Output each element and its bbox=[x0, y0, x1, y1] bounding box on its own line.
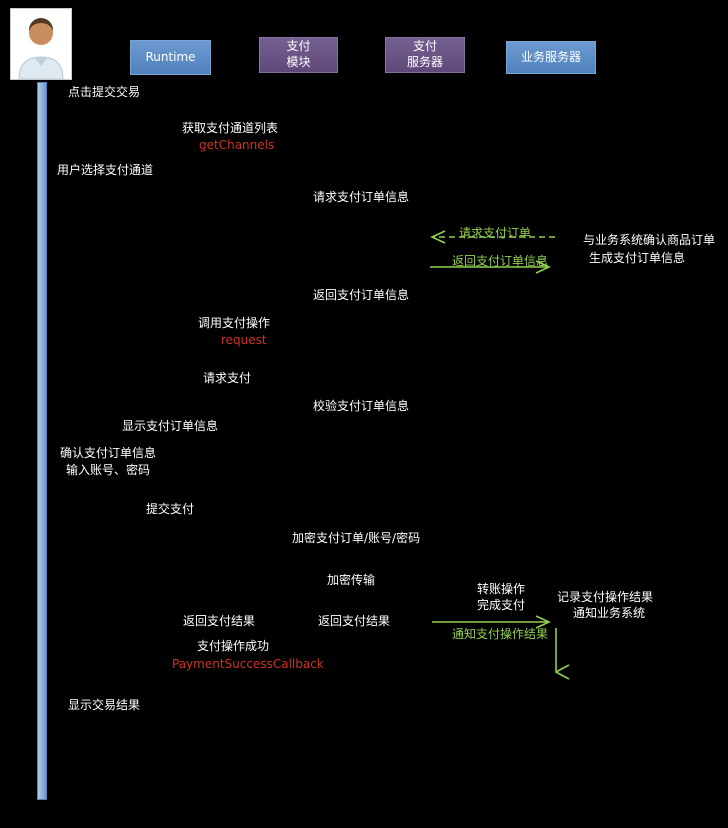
code-getchannels: getChannels bbox=[199, 138, 275, 152]
msg-generate-order-info: 生成支付订单信息 bbox=[589, 251, 686, 265]
actor-runtime-label: Runtime bbox=[145, 49, 196, 64]
user-avatar bbox=[10, 8, 72, 80]
actor-runtime: Runtime bbox=[130, 40, 211, 75]
msg-notify-biz: 通知业务系统 bbox=[573, 606, 646, 620]
msg-click-submit: 点击提交交易 bbox=[68, 85, 141, 99]
actor-biz-server: 业务服务器 bbox=[506, 41, 596, 74]
msg-call-pay-op: 调用支付操作 bbox=[198, 316, 271, 330]
msg-show-order-info: 显示支付订单信息 bbox=[122, 419, 219, 433]
msg-return-result-mid: 返回支付结果 bbox=[318, 614, 391, 628]
msg-pay-success: 支付操作成功 bbox=[197, 639, 270, 653]
msg-encrypt-order: 加密支付订单/账号/密码 bbox=[292, 531, 421, 545]
person-icon bbox=[18, 18, 64, 79]
actor-pay-module: 支付 模块 bbox=[259, 37, 338, 73]
arrowhead-left bbox=[430, 230, 446, 244]
msg-request-order: 请求支付订单 bbox=[459, 226, 532, 240]
msg-notify-op-result: 通知支付操作结果 bbox=[452, 627, 549, 641]
arrowhead-left bbox=[554, 664, 570, 680]
msg-return-order-green: 返回支付订单信息 bbox=[452, 254, 549, 268]
actor-pay-server-label: 支付 服务器 bbox=[406, 39, 443, 69]
msg-request-pay: 请求支付 bbox=[203, 371, 252, 385]
code-request: request bbox=[221, 333, 267, 347]
msg-return-result-left: 返回支付结果 bbox=[183, 614, 256, 628]
msg-verify-order-info: 校验支付订单信息 bbox=[313, 399, 410, 413]
msg-show-trade-result: 显示交易结果 bbox=[68, 698, 141, 712]
msg-encrypted-transfer: 加密传输 bbox=[327, 573, 376, 587]
actor-pay-server: 支付 服务器 bbox=[385, 37, 465, 73]
msg-request-order-info: 请求支付订单信息 bbox=[313, 190, 410, 204]
msg-return-order-info: 返回支付订单信息 bbox=[313, 288, 410, 302]
msg-complete-pay: 完成支付 bbox=[477, 598, 526, 612]
activation-bar bbox=[37, 82, 47, 800]
msg-confirm-order-info: 确认支付订单信息 bbox=[60, 446, 157, 460]
msg-confirm-goods-order: 与业务系统确认商品订单 bbox=[583, 233, 716, 247]
msg-get-channel-list: 获取支付通道列表 bbox=[182, 121, 279, 135]
code-success-callback: PaymentSuccessCallback bbox=[172, 657, 324, 671]
actor-biz-server-label: 业务服务器 bbox=[520, 49, 581, 64]
msg-submit-pay: 提交支付 bbox=[146, 502, 195, 516]
msg-record-result: 记录支付操作结果 bbox=[557, 590, 654, 604]
msg-transfer-op: 转账操作 bbox=[477, 582, 526, 596]
msg-enter-account-pwd: 输入账号、密码 bbox=[66, 463, 151, 477]
msg-user-select-channel: 用户选择支付通道 bbox=[57, 163, 154, 177]
actor-pay-module-label: 支付 模块 bbox=[286, 39, 311, 69]
